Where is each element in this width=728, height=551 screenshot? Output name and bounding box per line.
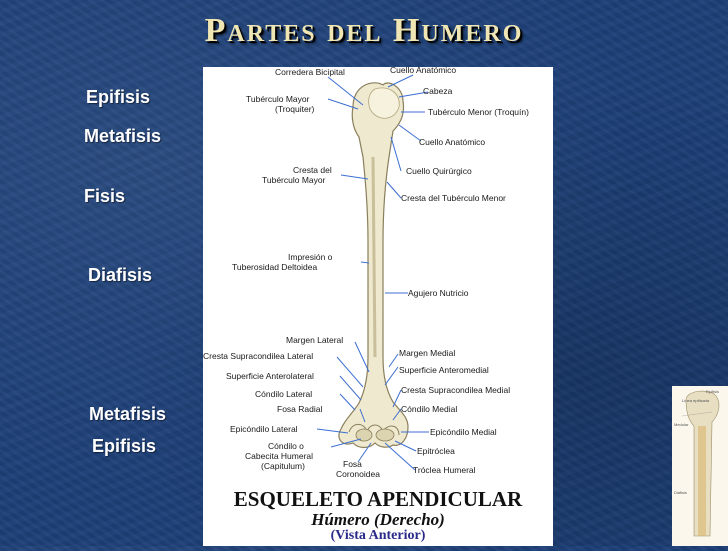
- caption-title: ESQUELETO APENDICULAR: [233, 487, 523, 511]
- bone-thumbnail-drawing: [681, 390, 720, 537]
- label-fosa-radial: Fosa Radial: [277, 404, 322, 414]
- thumb-label-medular: Medular: [674, 422, 689, 427]
- label-capitulum: (Capitulum): [261, 461, 305, 471]
- label-condilo-lateral: Cóndilo Lateral: [255, 389, 312, 399]
- label-fosa: Fosa: [343, 459, 362, 469]
- humerus-figure: Corredera Bicipital Cuello Anatómico Cab…: [203, 67, 553, 546]
- label-fisis: Fisis: [84, 186, 126, 206]
- label-cuello-quirurgico: Cuello Quirúrgico: [406, 166, 472, 176]
- label-cresta-supracondilea-medial: Cresta Supracondilea Medial: [401, 385, 510, 395]
- label-coronoidea: Coronoidea: [336, 469, 380, 479]
- label-cresta-supracondilea-lateral: Cresta Supracondilea Lateral: [203, 351, 313, 361]
- label-cresta-tub-menor: Cresta del Tubérculo Menor: [401, 193, 506, 203]
- slide-title: Partes del Humero: [204, 12, 524, 49]
- label-condilo-medial: Cóndilo Medial: [401, 404, 457, 414]
- bone-thumbnail: Epífisis Línea epifisaria Medular Diáfis…: [672, 386, 728, 546]
- label-epifisis-top: Epifisis: [86, 87, 151, 107]
- label-metafisis-top: Metafisis: [84, 126, 162, 146]
- caption-subtitle: Húmero (Derecho): [311, 510, 445, 529]
- label-troclea-humeral: Tróclea Humeral: [413, 465, 476, 475]
- label-epifisis-bottom: Epifisis: [92, 436, 157, 456]
- humerus-diagram: Corredera Bicipital Cuello Anatómico Cab…: [203, 67, 529, 479]
- humerus-bone: [338, 82, 409, 449]
- thumb-label-diafisis: Diáfisis: [674, 490, 687, 495]
- label-metafisis-bottom: Metafisis: [89, 404, 167, 424]
- label-margen-lateral: Margen Lateral: [286, 335, 343, 345]
- label-corredera-bicipital: Corredera Bicipital: [275, 67, 345, 77]
- label-cabecita-humeral: Cabecita Humeral: [245, 451, 313, 461]
- label-condilo-o: Cóndilo o: [268, 441, 304, 451]
- label-epicondilo-lateral: Epicóndilo Lateral: [230, 424, 298, 434]
- label-troquiter: (Troquiter): [275, 104, 315, 114]
- thumb-label-epifisis: Epífisis: [706, 389, 719, 394]
- label-cuello-anatomico: Cuello Anatómico: [419, 137, 485, 147]
- label-superficie-anteromedial: Superficie Anteromedial: [399, 365, 489, 375]
- label-cresta-tub-mayor: Tubérculo Mayor: [262, 175, 326, 185]
- thumb-label-linea: Línea epifisaria: [682, 398, 710, 403]
- label-cuello-anatomico-top: Cuello Anatómico: [390, 67, 456, 75]
- leader-lines: [316, 74, 429, 471]
- label-cabeza: Cabeza: [423, 86, 453, 96]
- label-agujero-nutricio: Agujero Nutricio: [408, 288, 469, 298]
- label-superficie-anterolateral: Superficie Anterolateral: [226, 371, 314, 381]
- label-margen-medial: Margen Medial: [399, 348, 455, 358]
- label-epicondilo-medial: Epicóndilo Medial: [430, 427, 497, 437]
- label-impresion: Impresión o: [288, 252, 333, 262]
- label-cresta-del: Cresta del: [293, 165, 332, 175]
- label-tuberculo-menor: Tubérculo Menor (Troquín): [428, 107, 529, 117]
- label-epitroclea: Epitróclea: [417, 446, 455, 456]
- label-tuberosidad-deltoidea: Tuberosidad Deltoidea: [232, 262, 317, 272]
- label-diafisis: Diafisis: [88, 265, 153, 285]
- caption-view: (Vista Anterior): [330, 528, 426, 543]
- label-tuberculo-mayor: Tubérculo Mayor: [246, 94, 310, 104]
